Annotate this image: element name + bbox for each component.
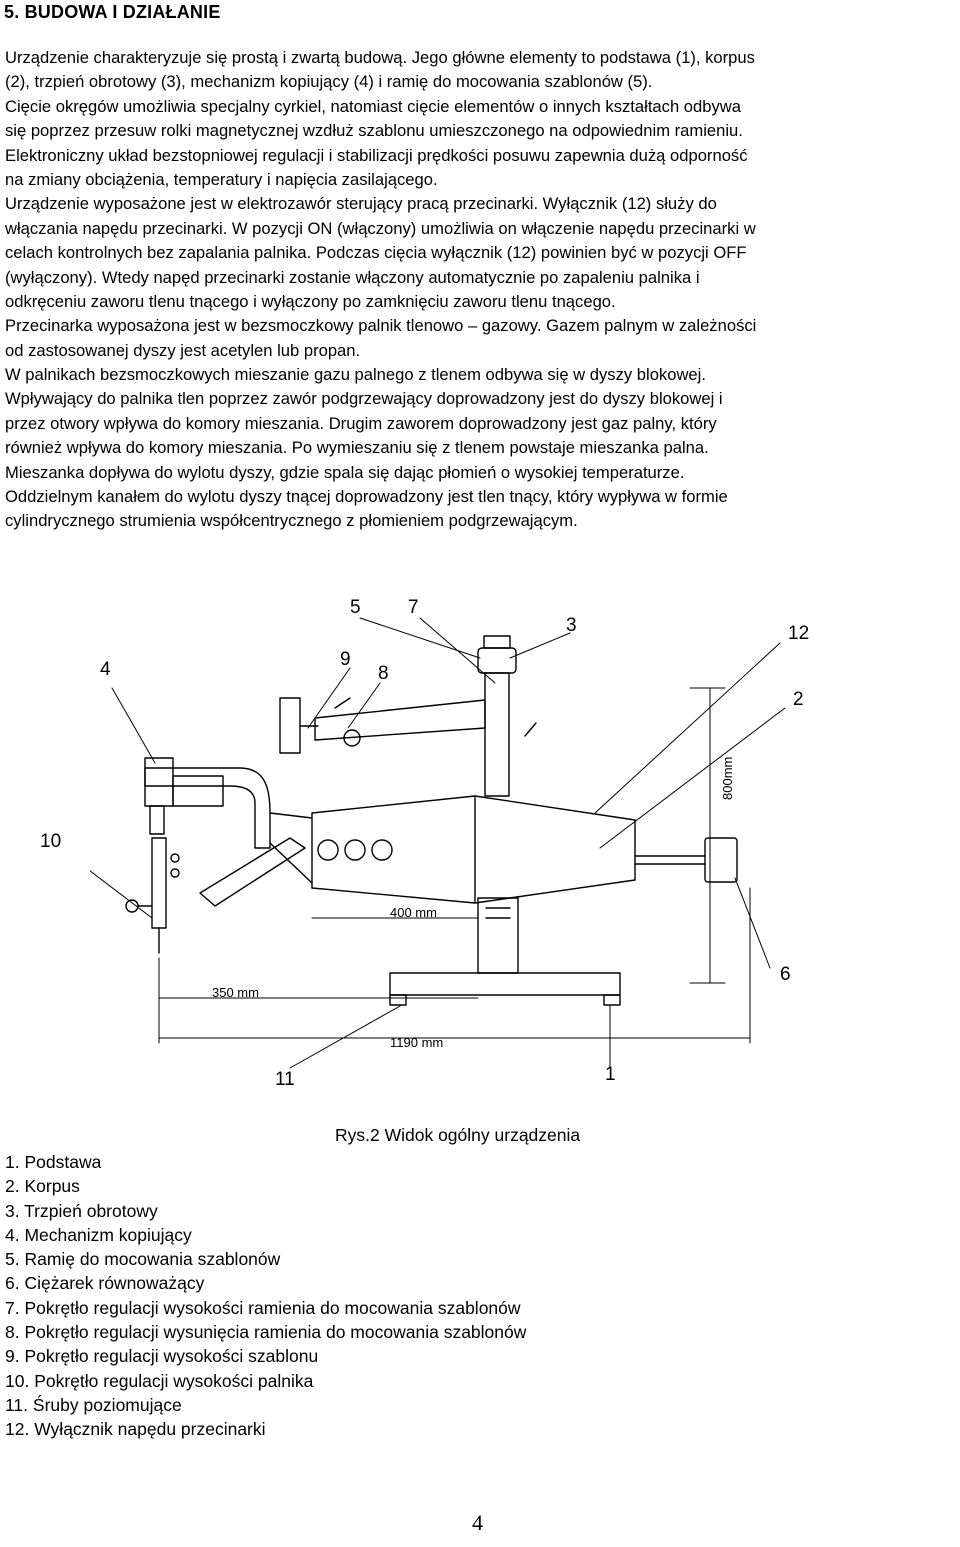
text-line: odkręceniu zaworu tlenu tnącego i wyłącz… (5, 291, 616, 311)
spindle-head (477, 647, 517, 674)
dimension-reach: 350 mm (212, 985, 259, 1000)
leader-line (419, 617, 496, 684)
description-paragraph: Urządzenie charakteryzuje się prostą i z… (5, 46, 957, 534)
legend-item: 8. Pokrętło regulacji wysunięcia ramieni… (5, 1322, 527, 1343)
template-knob (343, 729, 361, 747)
leader-line (734, 877, 771, 969)
text-line: (wyłączony). Wtedy napęd przecinarki zos… (5, 267, 700, 287)
knob-handle (334, 697, 351, 709)
parts-legend: 1. Podstawa 2. Korpus 3. Trzpień obrotow… (5, 1150, 526, 1442)
page-number: 4 (472, 1510, 483, 1535)
motor-housing (144, 757, 174, 807)
base-rail (389, 972, 621, 996)
rotating-spindle (484, 672, 510, 797)
legend-item: 11. Śruby poziomujące (5, 1394, 182, 1415)
callout-11: 11 (275, 1069, 295, 1090)
leader-line (509, 632, 571, 659)
legend-item: 3. Trzpień obrotowy (5, 1200, 158, 1221)
leader-line (594, 642, 781, 814)
text-line: Urządzenie charakteryzuje się prostą i z… (5, 48, 755, 67)
callout-1: 1 (605, 1064, 616, 1085)
text-line: W palnikach bezsmoczkowych mieszanie gaz… (5, 365, 706, 385)
leader-line (90, 870, 153, 919)
legend-item: 6. Ciężarek równoważący (5, 1273, 205, 1294)
dimension-length: 1190 mm (390, 1035, 444, 1050)
leveling-foot-left (389, 994, 407, 1006)
legend-item: 1. Podstawa (5, 1152, 102, 1172)
body-housing (311, 795, 636, 904)
legend-item: 9. Pokrętło regulacji wysokości szablonu (5, 1346, 319, 1367)
text-line: Oddzielnym kanałem do wylotu dyszy tnące… (5, 487, 728, 507)
counterweight (704, 837, 738, 883)
text-line: od zastosowanej dyszy jest acetylen lub … (5, 340, 361, 360)
leader-line (307, 667, 351, 729)
text-line: również wpływa do komory mieszania. Po w… (5, 438, 709, 458)
text-line: cylindrycznego strumienia współcentryczn… (5, 511, 578, 531)
valve (170, 868, 180, 878)
text-line: przez otwory wpływa do komory mieszania.… (5, 413, 717, 433)
figure-caption: Rys.2 Widok ogólny urządzenia (335, 1125, 581, 1145)
arm-knob-handle (524, 722, 537, 737)
callout-5: 5 (350, 597, 361, 618)
text-line: celach kontrolnych bez zapalania palnika… (5, 243, 747, 263)
callout-9: 9 (340, 649, 351, 670)
callout-2: 2 (793, 689, 804, 710)
legend-item: 2. Korpus (5, 1176, 80, 1197)
callout-8: 8 (378, 663, 389, 684)
leader-line (599, 707, 786, 849)
legend-item: 4. Mechanizm kopiujący (5, 1224, 192, 1245)
machine-drawing (90, 617, 786, 1069)
arm-to-body (269, 842, 313, 884)
magnetic-roller (149, 805, 165, 835)
text-line: (2), trzpień obrotowy (3), mechanizm kop… (5, 72, 653, 92)
leader-line (359, 617, 481, 659)
callout-6: 6 (780, 964, 791, 985)
legend-item: 10. Pokrętło regulacji wysokości palnika (5, 1370, 314, 1391)
callout-10: 10 (40, 831, 62, 852)
text-line: Urządzenie wyposażone jest w elektrozawó… (5, 194, 717, 214)
leader-line (111, 687, 156, 764)
callout-12: 12 (788, 623, 810, 644)
copying-arm (144, 767, 271, 849)
text-line: Elektroniczny układ bezstopniowej regula… (5, 145, 748, 165)
text-line: Mieszanka dopływa do wylotu dyszy, gdzie… (5, 462, 685, 482)
arm-to-body (269, 812, 313, 819)
leader-line (289, 1005, 401, 1069)
machine-diagram (90, 588, 850, 1108)
section-heading: 5. BUDOWA I DZIAŁANIE (4, 2, 221, 22)
text-line: się poprzez przesuw rolki magnetycznej w… (5, 121, 743, 141)
dimension-arm: 400 mm (390, 905, 437, 920)
text-line: włączania napędu przecinarki. W pozycji … (5, 218, 756, 238)
callout-7: 7 (408, 597, 419, 618)
text-line: Przecinarka wyposażona jest w bezsmoczko… (5, 316, 757, 336)
text-line: na zmiany obciążenia, temperatury i napi… (5, 169, 438, 189)
spindle-cap (483, 635, 511, 649)
legend-item: 12. Wyłącznik napędu przecinarki (5, 1419, 266, 1440)
callout-3: 3 (566, 615, 577, 636)
body-hole (317, 839, 339, 861)
lower-column (477, 897, 519, 974)
torch-body (151, 837, 167, 929)
legend-item: 5. Ramię do mocowania szablonów (5, 1249, 281, 1270)
template-bar (279, 697, 301, 754)
body-hole (344, 839, 366, 861)
valve (170, 853, 180, 863)
text-line: Wpływający do palnika tlen poprzez zawór… (5, 389, 723, 409)
body-hole (371, 839, 393, 861)
text-line: Cięcie okręgów umożliwia specjalny cyrki… (5, 96, 741, 116)
template-arm (314, 699, 486, 741)
dimension-height: 800mm (720, 756, 735, 800)
legend-item: 7. Pokrętło regulacji wysokości ramienia… (5, 1297, 521, 1318)
leader-line (347, 682, 381, 729)
torch-bracket (199, 837, 306, 907)
callout-4: 4 (100, 659, 111, 680)
motor-gear (172, 775, 224, 807)
leveling-foot-right (603, 994, 621, 1006)
